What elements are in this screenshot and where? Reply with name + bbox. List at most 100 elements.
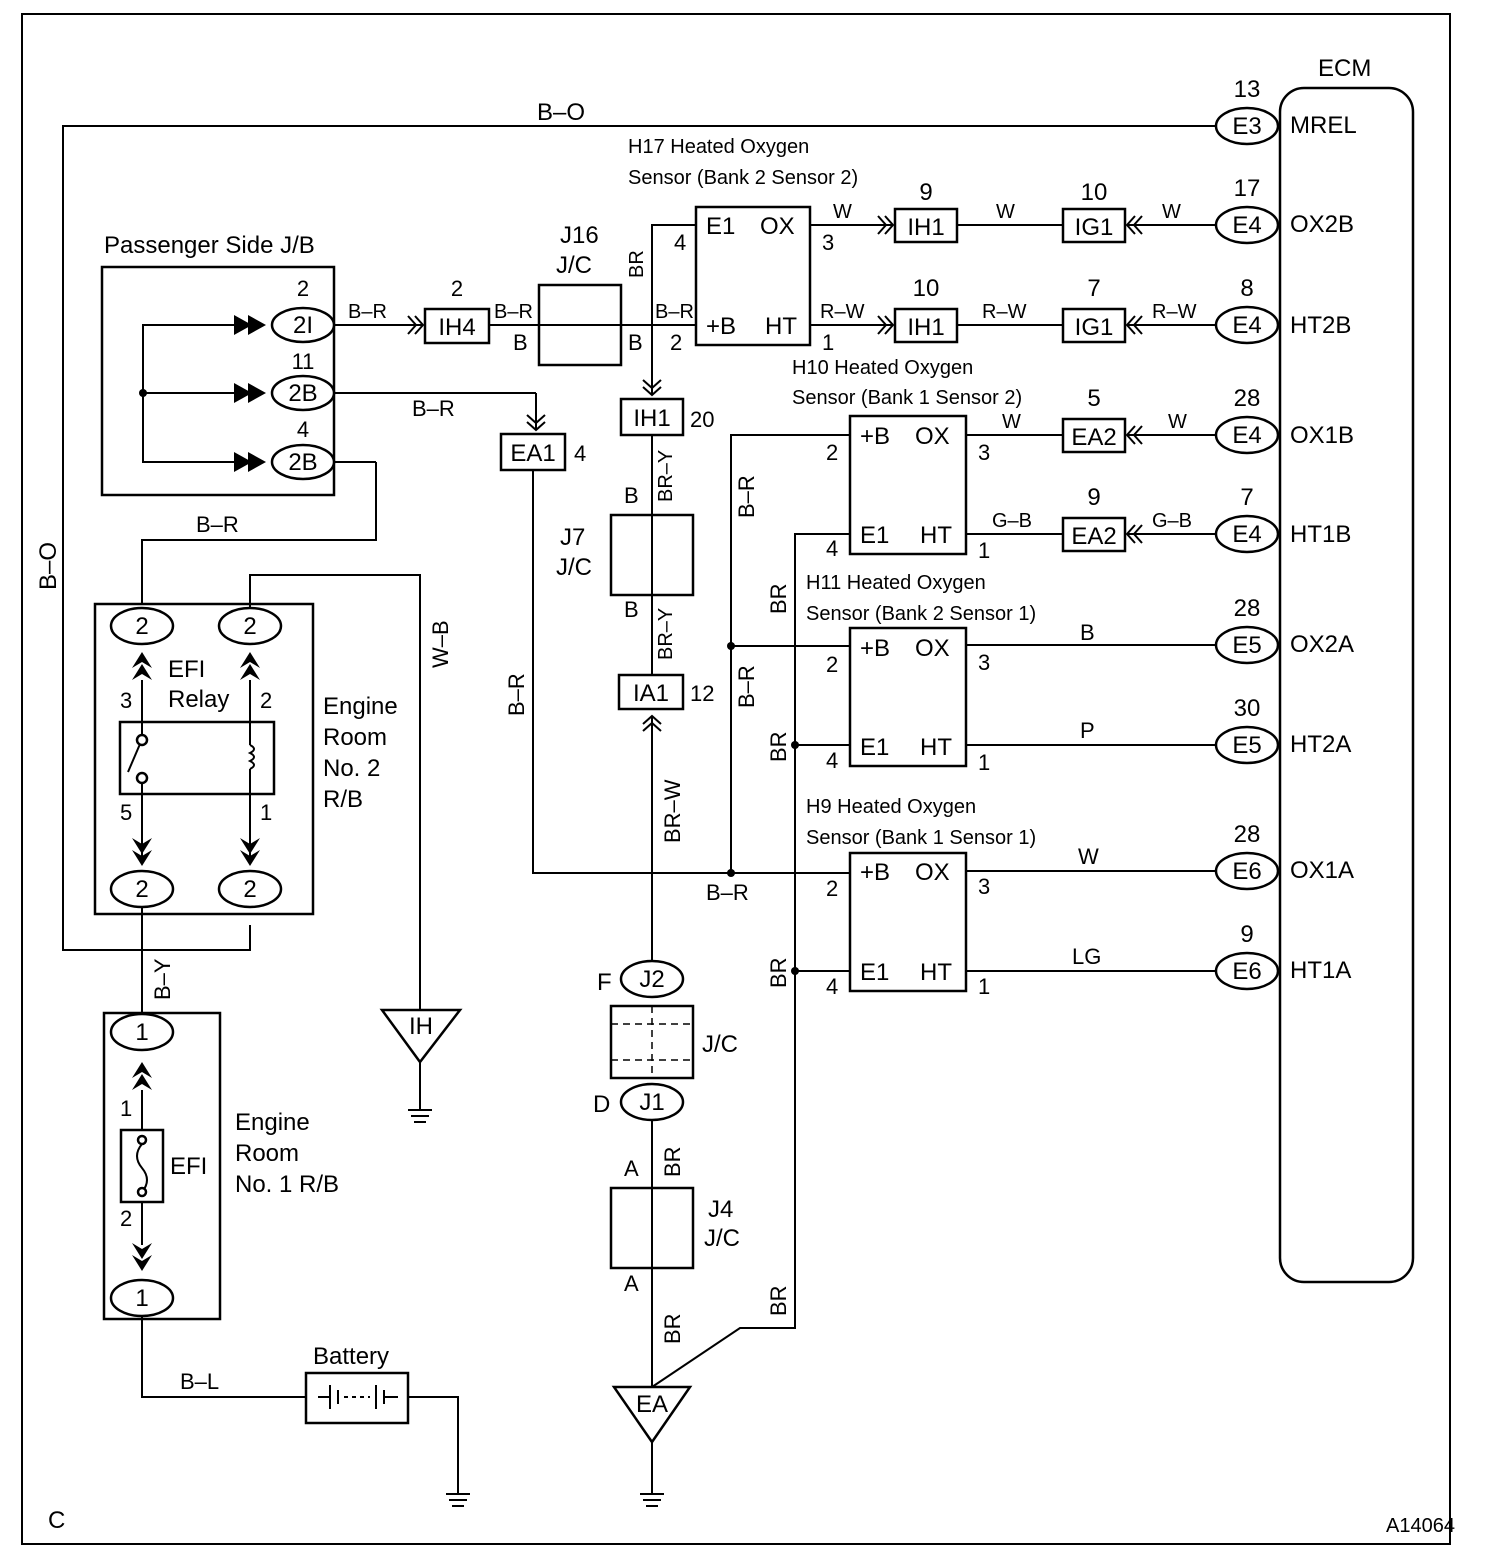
connector-ih1-label: IH1 bbox=[633, 405, 670, 432]
h11-ht: HT bbox=[920, 734, 952, 761]
terminal-arrow-icon bbox=[132, 838, 152, 866]
engine-room-1-line-1: Engine bbox=[235, 1109, 310, 1136]
h9-pin-1: 1 bbox=[978, 974, 990, 999]
pin-20: 20 bbox=[690, 407, 714, 432]
engine-room-1-line-2: Room bbox=[235, 1140, 299, 1167]
junction-dot bbox=[727, 869, 735, 877]
junction-dot bbox=[139, 389, 147, 397]
connector-arrow bbox=[877, 215, 895, 235]
wire-label-b-o: B–O bbox=[537, 99, 585, 126]
h10-pin-1: 1 bbox=[978, 538, 990, 563]
connector-2-label: 2 bbox=[243, 876, 256, 903]
wire-b-r-bus bbox=[730, 434, 850, 873]
pin-10: 10 bbox=[913, 275, 940, 302]
h9-pin-4: 4 bbox=[826, 974, 838, 999]
engine-room-2-line-4: R/B bbox=[323, 786, 363, 813]
wire-label-b: B bbox=[513, 330, 528, 355]
wire-label-b-r: B–R bbox=[504, 673, 529, 716]
wire-label-br: BR bbox=[626, 250, 648, 278]
wire-label-b-l: B–L bbox=[180, 1369, 219, 1394]
fuse-pin-2: 2 bbox=[120, 1206, 132, 1231]
wire-label-r-w: R–W bbox=[982, 301, 1027, 323]
efi-relay-label-2: Relay bbox=[168, 686, 229, 713]
jc-label: J/C bbox=[702, 1031, 738, 1058]
fuse-terminal-icon bbox=[136, 1186, 148, 1198]
connector-ig1-label: IG1 bbox=[1075, 214, 1114, 241]
ecm-pin-ht1b: HT1B bbox=[1290, 521, 1351, 548]
connector-e4-label: E4 bbox=[1232, 521, 1261, 548]
battery-icon bbox=[318, 1385, 398, 1409]
wire-label-w: W bbox=[1162, 201, 1181, 223]
pin-4: 4 bbox=[297, 417, 309, 442]
relay-pin-2: 2 bbox=[260, 688, 272, 713]
ground-icon bbox=[446, 1493, 470, 1507]
connector-ia1-label: IA1 bbox=[633, 680, 669, 707]
wire-label-w: W bbox=[1168, 411, 1187, 433]
h11-pin-2: 2 bbox=[826, 652, 838, 677]
ground-ea-triangle bbox=[611, 1385, 693, 1445]
wire-label-br-y: BR–Y bbox=[655, 450, 677, 502]
connector-ea1-label: EA1 bbox=[510, 440, 555, 467]
wire-label-w-b: W–B bbox=[428, 620, 453, 668]
connector-arrow bbox=[642, 379, 662, 397]
figure-id: A14064 bbox=[1386, 1515, 1455, 1537]
h17-pin-2: 2 bbox=[670, 330, 682, 355]
pin-9: 9 bbox=[1240, 921, 1253, 948]
h10-label-1: H10 Heated Oxygen bbox=[792, 357, 973, 379]
wire-label-br: BR bbox=[766, 957, 791, 988]
junction-dot bbox=[727, 642, 735, 650]
connector-e5-label: E5 bbox=[1232, 732, 1261, 759]
wire-label-b-o-vertical: B–O bbox=[35, 542, 62, 590]
h17-pin-4: 4 bbox=[674, 230, 686, 255]
connector-2 bbox=[109, 606, 175, 646]
h17-pb: +B bbox=[706, 313, 736, 340]
pin-11: 11 bbox=[292, 349, 315, 374]
relay-switch-icon bbox=[127, 743, 141, 773]
ecm-box bbox=[1278, 86, 1415, 1284]
engine-room-2-line-2: Room bbox=[323, 724, 387, 751]
h9-sensor-box bbox=[848, 851, 968, 993]
female-terminal-icon bbox=[234, 315, 266, 335]
h9-ht: HT bbox=[920, 959, 952, 986]
j16-label: J16 bbox=[560, 222, 599, 249]
connector-ih1 bbox=[893, 307, 959, 344]
battery-label: Battery bbox=[313, 1343, 389, 1370]
terminal-arrow-icon bbox=[132, 652, 152, 680]
fuse-terminal-icon bbox=[136, 1134, 148, 1146]
connector-e6-label: E6 bbox=[1232, 858, 1261, 885]
connector-ea2-label: EA2 bbox=[1071, 424, 1116, 451]
connector-ea2-label: EA2 bbox=[1071, 523, 1116, 550]
h11-pin-1: 1 bbox=[978, 750, 990, 775]
wire-b-l bbox=[141, 1316, 306, 1398]
pin-30: 30 bbox=[1234, 695, 1261, 722]
connector-1-label: 1 bbox=[135, 1019, 148, 1046]
pin-28: 28 bbox=[1234, 821, 1261, 848]
connector-e4-label: E4 bbox=[1232, 422, 1261, 449]
terminal-arrow-icon bbox=[240, 652, 260, 680]
connector-j1-label: J1 bbox=[639, 1089, 664, 1116]
h17-pin-1: 1 bbox=[822, 330, 834, 355]
h17-e1: E1 bbox=[706, 213, 735, 240]
engine-room-2-line-3: No. 2 bbox=[323, 755, 380, 782]
ecm-pin-ox1a: OX1A bbox=[1290, 857, 1354, 884]
pin-10: 10 bbox=[1081, 179, 1108, 206]
connector-e4-label: E4 bbox=[1232, 212, 1261, 239]
ecm-connectors: E3 13 E4 17 E4 8 E4 28 E4 7 E5 28 E5 30 … bbox=[1214, 76, 1280, 991]
ground-icon bbox=[640, 1493, 664, 1507]
j4-label: J4 bbox=[708, 1196, 733, 1223]
wire-ea1-h9-pb bbox=[532, 470, 850, 874]
wire-label-b-r: B–R bbox=[706, 880, 749, 905]
ecm-pin-ht2a: HT2A bbox=[1290, 731, 1351, 758]
ecm-pin-mrel: MREL bbox=[1290, 112, 1357, 139]
pin-d: D bbox=[593, 1091, 610, 1118]
h9-pin-2: 2 bbox=[826, 876, 838, 901]
h17-ox: OX bbox=[760, 213, 795, 240]
terminal-arrow-icon bbox=[132, 1062, 152, 1090]
wire-h17-e1-br bbox=[651, 224, 696, 395]
wire-label-b-y: B–Y bbox=[150, 958, 175, 1000]
h10-sensor-box bbox=[848, 414, 968, 556]
wire-2b-efi-relay bbox=[141, 462, 377, 610]
corner-label-c: C bbox=[48, 1507, 65, 1534]
connector-ea2 bbox=[1061, 417, 1127, 454]
